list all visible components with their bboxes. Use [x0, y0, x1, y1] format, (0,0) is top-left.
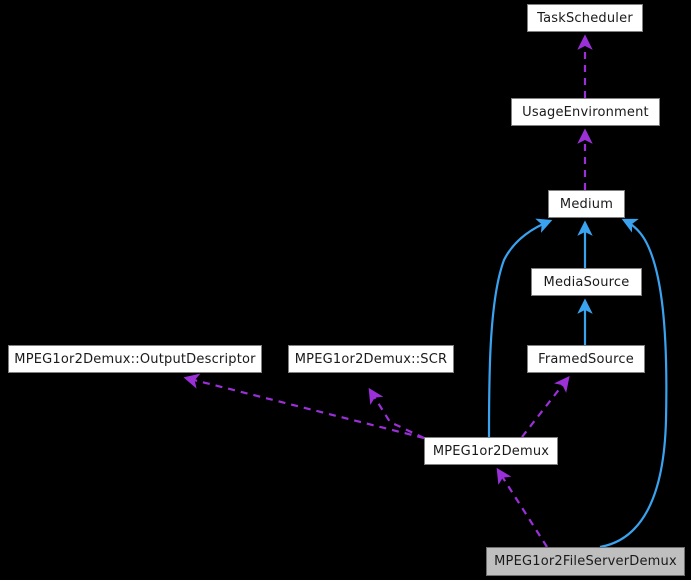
edge-demux-to-scr: [368, 387, 425, 439]
edge-demux-to-outputdescriptor: [183, 373, 425, 440]
node-label: UsageEnvironment: [522, 104, 649, 120]
edge-demux-to-medium: [487, 218, 553, 438]
node-label: FramedSource: [538, 351, 634, 367]
edge-demux-to-framedsource: [521, 375, 570, 438]
node-label: MediaSource: [543, 274, 630, 290]
node-label: MPEG1or2Demux: [432, 443, 550, 459]
node-media-source[interactable]: MediaSource: [531, 268, 642, 296]
node-framed-source[interactable]: FramedSource: [527, 345, 645, 373]
node-label: TaskScheduler: [537, 10, 633, 26]
node-label: Medium: [559, 196, 614, 212]
node-label: MPEG1or2Demux::SCR: [294, 351, 448, 367]
node-mpeg1or2demux-scr[interactable]: MPEG1or2Demux::SCR: [288, 345, 454, 373]
node-task-scheduler[interactable]: TaskScheduler: [527, 4, 643, 32]
node-label: MPEG1or2Demux::OutputDescriptor: [14, 351, 256, 367]
node-medium[interactable]: Medium: [548, 190, 625, 218]
node-mpeg1or2fileserverdemux[interactable]: MPEG1or2FileServerDemux: [486, 547, 685, 576]
node-mpeg1or2demux-outputdescriptor[interactable]: MPEG1or2Demux::OutputDescriptor: [8, 345, 262, 373]
node-label: MPEG1or2FileServerDemux: [494, 554, 677, 569]
edge-fsdemux-to-demux: [496, 467, 548, 548]
node-usage-environment[interactable]: UsageEnvironment: [511, 98, 660, 126]
node-mpeg1or2demux[interactable]: MPEG1or2Demux: [424, 437, 558, 465]
